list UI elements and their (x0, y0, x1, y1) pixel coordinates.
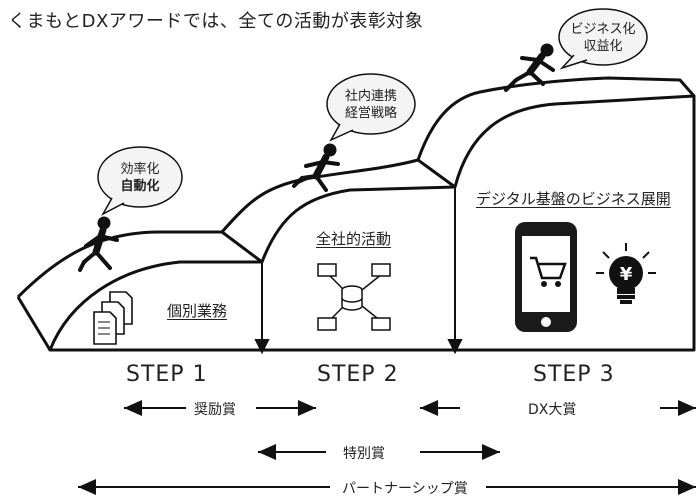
page-title: くまもとDXアワードでは、全ての活動が表彰対象 (8, 11, 424, 32)
yen-lightbulb-icon: ¥ (596, 243, 656, 304)
award-dx-grand-prize: DX大賞 (524, 399, 581, 419)
documents-icon (93, 291, 133, 345)
bubble-1-line1: 効率化 (120, 162, 160, 177)
speech-bubble-1 (97, 146, 183, 208)
svg-text:¥: ¥ (620, 264, 633, 285)
award-partnership: パートナーシップ賞 (338, 478, 472, 498)
network-server-icon (317, 263, 391, 331)
bubble-3-line1: ビジネス化 (570, 22, 636, 37)
stage-2-label: 全社的活動 (316, 230, 392, 248)
step-1-label: STEP 1 (126, 362, 208, 387)
bubble-1-line2: 自動化 (120, 179, 160, 194)
bubble-text-1: 効率化 自動化 (100, 161, 180, 195)
stage-3-label: デジタル基盤のビジネス展開 (476, 190, 671, 208)
award-special: 特別賞 (339, 443, 389, 463)
bubble-2-line1: 社内連携 (344, 89, 397, 104)
stair-body (16, 76, 696, 352)
smartphone-cart-icon (515, 222, 577, 332)
running-person-icon (292, 143, 340, 192)
speech-bubble-3 (558, 8, 648, 66)
stage-1-label: 個別業務 (167, 302, 228, 320)
running-person-icon (504, 43, 555, 92)
bubble-text-2: 社内連携 経営戦略 (329, 88, 413, 122)
bubble-text-3: ビジネス化 収益化 (561, 21, 645, 55)
step-2-label: STEP 2 (317, 362, 399, 387)
award-encouragement: 奨励賞 (190, 399, 240, 419)
step-3-label: STEP 3 (533, 362, 615, 387)
award-arrows (78, 400, 696, 495)
running-person-icon (78, 216, 119, 272)
speech-bubble-2 (326, 73, 416, 135)
bubble-3-line2: 収益化 (583, 39, 623, 54)
bubble-2-line2: 経営戦略 (344, 106, 397, 121)
stage-dividers (254, 187, 463, 355)
